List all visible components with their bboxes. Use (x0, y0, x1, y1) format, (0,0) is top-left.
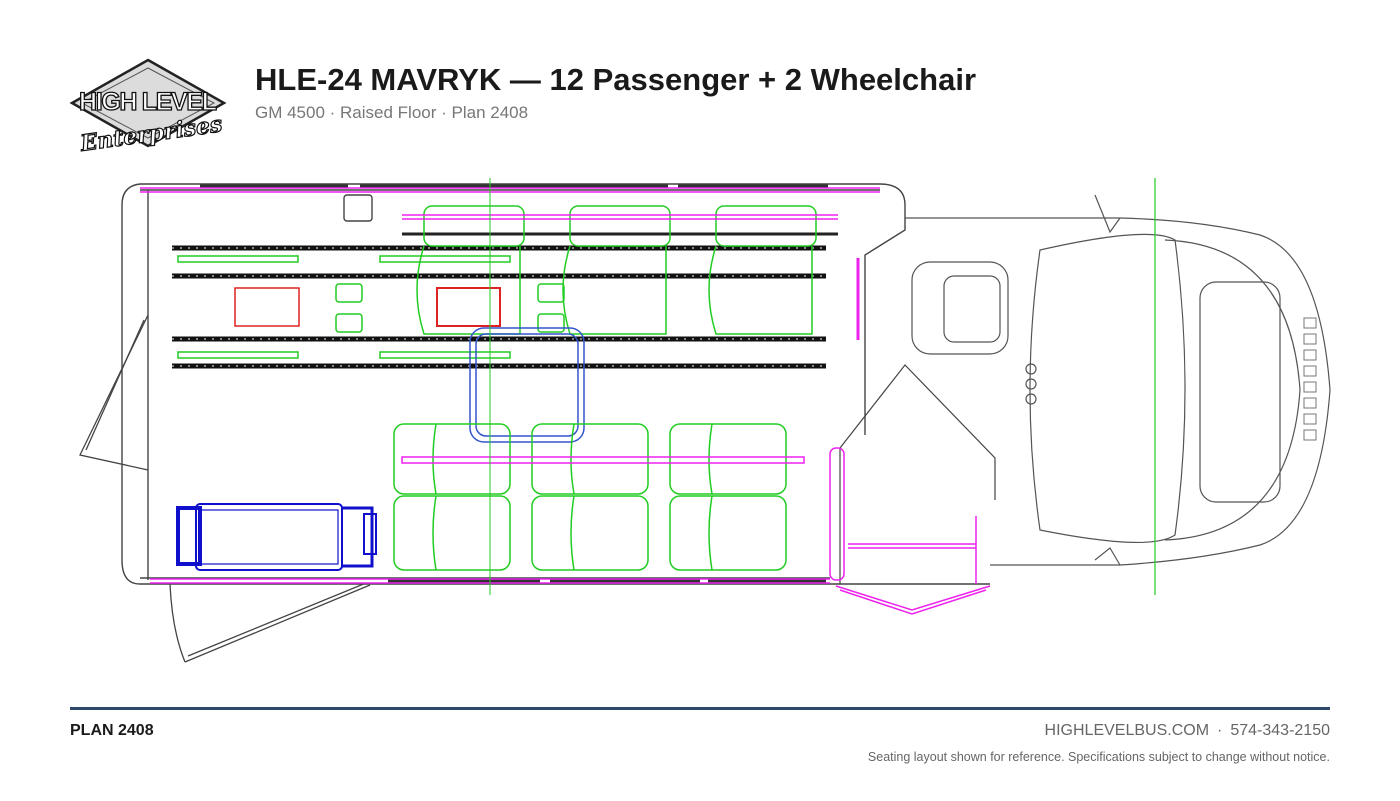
page-subtitle: GM 4500 · Raised Floor · Plan 2408 (255, 103, 529, 122)
wheelchair-positions (234, 287, 501, 327)
cab-outline (489, 178, 1331, 595)
body-outline (121, 183, 990, 585)
floor-plan-drawing (79, 178, 1331, 663)
rear-door (79, 314, 149, 471)
bottom-seats (393, 423, 787, 571)
rear-side-door (169, 582, 371, 663)
top-seats (177, 205, 817, 359)
top-wall-magenta (140, 187, 880, 193)
bottom-seat-rail (401, 456, 805, 464)
aisle-outline (469, 327, 585, 443)
logo-line1: HIGH LEVEL (79, 88, 217, 116)
driver-seat (911, 261, 1037, 405)
grille-slots (1303, 317, 1317, 441)
disclaimer: Seating layout shown for reference. Spec… (867, 750, 1330, 764)
contact-line: HIGHLEVELBUS.COM · 574-343-2150 (1045, 722, 1330, 740)
page-title: HLE-24 MAVRYK — 12 Passenger + 2 Wheelch… (255, 62, 977, 97)
logo-diamond (69, 58, 227, 148)
footer-rule (70, 707, 1330, 710)
phone-number: 574-343-2150 (1230, 722, 1330, 739)
entry-door (839, 364, 996, 584)
wheelchair-lift (176, 503, 377, 571)
contact-separator: · (1217, 722, 1223, 739)
entry-steps (829, 447, 991, 615)
logo: HIGH LEVEL Enterprises (69, 58, 227, 158)
top-seat-magenta-rail (402, 214, 838, 220)
website-link[interactable]: HIGHLEVELBUS.COM (1044, 722, 1210, 739)
plan-code: PLAN 2408 (70, 722, 154, 739)
